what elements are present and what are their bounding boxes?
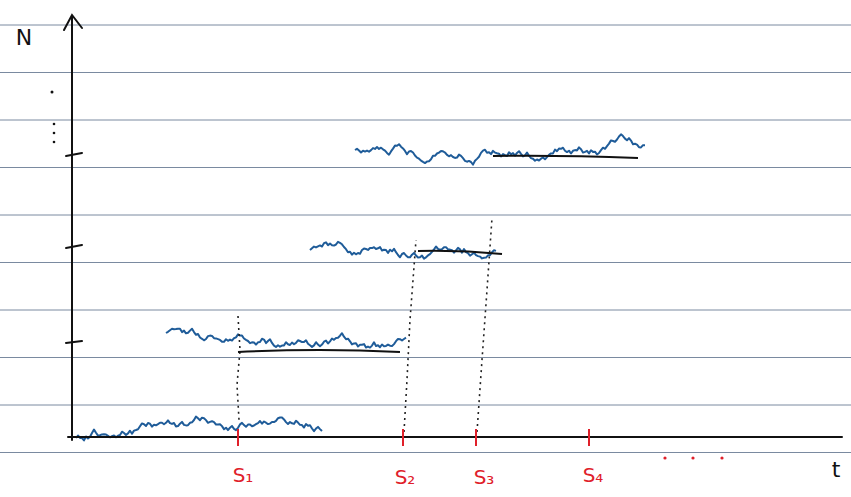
- ellipsis-dots: [663, 456, 723, 459]
- sample-paths: [76, 134, 645, 440]
- axes: [64, 15, 842, 440]
- ruled-line: [0, 452, 851, 453]
- ruled-line: [0, 310, 851, 311]
- dotted-link: [477, 218, 492, 432]
- ruled-line: [0, 120, 851, 121]
- event-tick: [475, 429, 477, 446]
- brownian-path: [166, 329, 406, 348]
- ruled-line: [0, 72, 851, 73]
- y-arrow: [64, 15, 82, 30]
- ruled-line: [0, 215, 851, 216]
- ruled-line: [0, 262, 851, 263]
- level-line: [418, 251, 502, 254]
- level-line: [238, 350, 400, 352]
- y-tick: [66, 153, 82, 156]
- ruled-line: [0, 357, 851, 358]
- dotted-link: [237, 316, 240, 420]
- y-tick: [66, 341, 82, 343]
- time-label: S₂: [395, 467, 416, 487]
- time-label: S₄: [583, 465, 604, 485]
- y-tick: [66, 245, 82, 248]
- brownian-path: [310, 242, 496, 259]
- level-lines: [238, 156, 638, 352]
- ruled-lines: [0, 25, 851, 453]
- dotted-link: [404, 240, 416, 432]
- time-label: S₃: [474, 467, 495, 487]
- event-tick: [588, 429, 590, 446]
- ruled-line: [0, 25, 851, 26]
- event-tick: [402, 429, 404, 446]
- event-ticks: [238, 429, 589, 446]
- event-tick: [237, 429, 239, 446]
- y-axis: [71, 16, 73, 440]
- axis-label: N: [16, 27, 32, 49]
- time-label: S₁: [233, 465, 254, 485]
- ruled-line: [0, 167, 851, 168]
- axis-label: t: [832, 459, 841, 481]
- brownian-path: [355, 134, 645, 164]
- y-dots: [51, 91, 56, 144]
- level-line: [493, 156, 638, 158]
- ruled-line: [0, 405, 851, 406]
- x-axis: [68, 436, 842, 438]
